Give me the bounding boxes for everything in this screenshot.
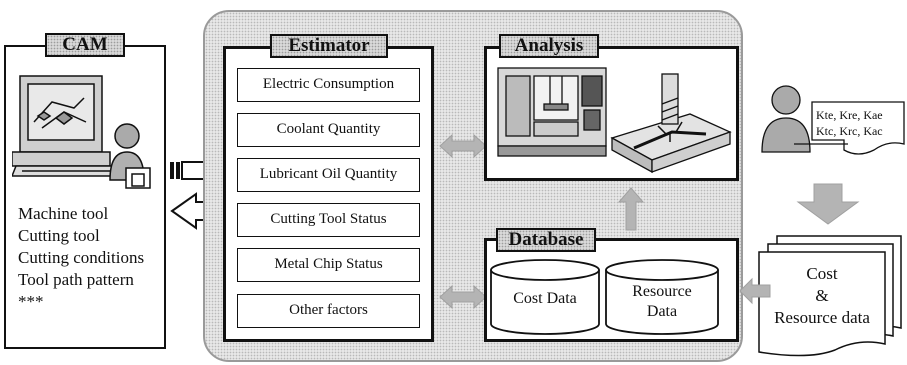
cam-item-tool-path-pattern: Tool path pattern — [18, 270, 134, 289]
estimator-item-lubricant-oil-quantity: Lubricant Oil Quantity — [237, 158, 420, 192]
resource-to-database-arrow — [739, 277, 771, 305]
resource-data-cylinder — [605, 259, 719, 335]
machine-tool-illustration — [497, 67, 732, 174]
cam-item-cutting-tool: Cutting tool — [18, 226, 100, 245]
analysis-title: Analysis — [499, 34, 599, 58]
cost-data-cylinder — [490, 259, 600, 335]
document-line1: Cost — [806, 264, 838, 283]
coefficients-line1: Kte, Kre, Kae — [816, 108, 883, 122]
estimator-item-cutting-tool-status: Cutting Tool Status — [237, 203, 420, 237]
document-stack — [758, 235, 902, 357]
estimator-item-other-factors: Other factors — [237, 294, 420, 328]
coefficient-sheet — [794, 101, 905, 155]
cam-item-cutting-conditions: Cutting conditions — [18, 248, 145, 267]
resource-data-label: Resource Data — [632, 283, 692, 320]
estimator-item-electric-consumption: Electric Consumption — [237, 68, 420, 102]
coefficients-line2: Ktc, Krc, Kac — [816, 124, 883, 138]
estimator-analysis-double-arrow — [439, 133, 487, 159]
computer-user-icon — [12, 75, 151, 189]
document-line2: & — [815, 286, 829, 305]
estimator-item-metal-chip-status: Metal Chip Status — [237, 248, 420, 282]
cost-data-label: Cost Data — [513, 290, 577, 307]
estimator-title: Estimator — [270, 34, 388, 58]
cam-item-machine-tool: Machine tool — [18, 204, 109, 223]
database-title: Database — [496, 228, 596, 252]
cam-title: CAM — [45, 33, 125, 57]
estimator-item-coolant-quantity: Coolant Quantity — [237, 113, 420, 147]
document-line3: Resource data — [774, 308, 870, 327]
database-to-analysis-arrow — [617, 187, 645, 231]
cam-item-more: *** — [18, 292, 44, 311]
estimator-database-double-arrow — [439, 284, 487, 310]
down-arrow — [796, 183, 860, 225]
